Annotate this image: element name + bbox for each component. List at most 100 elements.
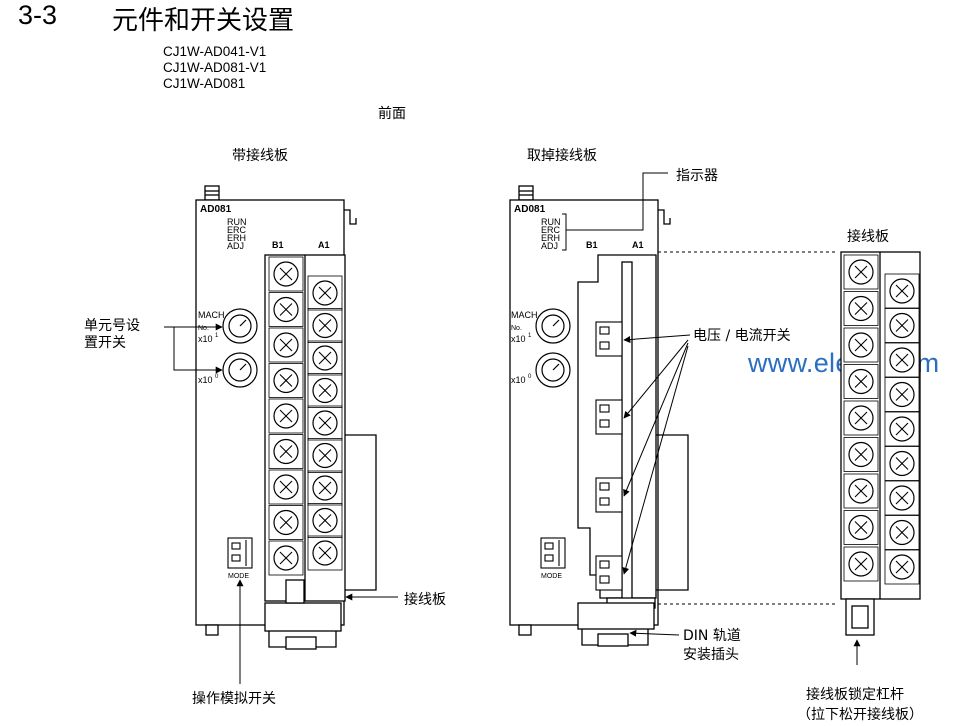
section-number: 3-3 <box>18 0 58 30</box>
terminal-screw-icon <box>884 308 920 343</box>
right-unit-text: AD081 RUN ERC ERH ADJ B1 A1 MACH No. x10… <box>511 204 644 580</box>
mach-label: MACH <box>511 310 538 320</box>
terminal-screw-icon <box>307 405 343 441</box>
terminal-screw-icon <box>268 256 304 292</box>
indicator-adj: ADJ <box>541 241 558 251</box>
mode-switch-label: 操作模拟开关 <box>192 691 276 707</box>
rotary-switch-x10-1-icon <box>535 308 571 344</box>
terminal-screw-icon <box>884 411 920 447</box>
voltage-current-switches <box>595 321 623 591</box>
terminal-screw-icon <box>268 363 304 398</box>
front-label: 前面 <box>378 106 406 122</box>
indicator-adj: ADJ <box>227 241 244 251</box>
terminal-screw-icon <box>843 364 879 399</box>
indicator-label: 指示器 <box>676 168 718 184</box>
indicator-run: RUN <box>227 217 247 227</box>
terminal-screw-icon <box>307 373 343 408</box>
dashed-guides <box>658 251 838 605</box>
sup-0: 0 <box>528 374 532 380</box>
terminal-screw-icon <box>268 434 304 469</box>
sup-1: 1 <box>528 333 532 339</box>
terminal-screw-icon <box>843 510 879 545</box>
no-label: No. <box>198 325 209 332</box>
mode-label: MODE <box>228 573 249 580</box>
section-title: 元件和开关设置 <box>112 6 295 36</box>
vi-switch-icon <box>595 399 623 435</box>
din-connector-label: DIN 轨道 安装插头 <box>683 628 741 663</box>
terminal-screw-icon <box>843 546 879 582</box>
col-b1: B1 <box>272 240 284 250</box>
mode-dip-switches <box>227 537 566 569</box>
terminal-screw-icon <box>884 273 920 309</box>
terminal-screw-icon <box>884 342 920 378</box>
voltage-current-switch-label: 电压 / 电流开关 <box>693 328 791 344</box>
model-name: CJ1W-AD081-V1 <box>163 60 267 75</box>
leader-lines <box>164 172 861 684</box>
terminal-screw-icon <box>268 505 304 540</box>
terminal-screw-icon <box>268 398 304 434</box>
terminal-screw-icon <box>307 340 343 376</box>
model-code: AD081 <box>200 204 232 215</box>
terminal-screw-icon <box>843 437 879 472</box>
terminal-screw-icon <box>884 549 920 585</box>
terminal-screw-icon <box>307 275 343 311</box>
terminal-screw-icon <box>843 291 879 326</box>
terminal-screw-icon <box>843 254 879 290</box>
rotary-switch-x10-0-icon <box>222 352 258 388</box>
indicator-erh: ERH <box>541 233 560 243</box>
rotary-switches <box>222 308 571 388</box>
vi-switch-icon <box>595 477 623 513</box>
unit-number-switch-label: 单元号设 置开关 <box>84 318 140 351</box>
terminal-screw-icon <box>268 469 304 505</box>
x10-1-label: x10 <box>511 334 526 344</box>
col-a1: A1 <box>318 240 330 250</box>
indicator-erc: ERC <box>541 225 561 235</box>
indicator-erc: ERC <box>227 225 247 235</box>
terminal-block-label: 接线板 <box>404 592 446 608</box>
x10-1-label: x10 <box>198 334 213 344</box>
col-a1: A1 <box>632 240 644 250</box>
left-unit-text: AD081 RUN ERC ERH ADJ B1 A1 MACH No. x10… <box>198 204 330 580</box>
mode-label: MODE <box>541 573 562 580</box>
x10-0-label: x10 <box>511 375 526 385</box>
model-code: AD081 <box>514 204 546 215</box>
terminal-screw-icon <box>843 327 879 363</box>
terminal-screw-icon <box>268 540 304 576</box>
terminal-screw-icon <box>307 438 343 473</box>
terminal-screw-icon <box>307 535 343 571</box>
dip-switch-icon <box>540 537 566 569</box>
model-name: CJ1W-AD041-V1 <box>163 44 267 59</box>
terminal-screw-icon <box>884 480 920 516</box>
indicator-run: RUN <box>541 217 561 227</box>
terminal-screw-icon <box>307 503 343 538</box>
vi-switch-icon <box>595 321 623 357</box>
terminal-screw-icon <box>307 470 343 506</box>
model-list: CJ1W-AD041-V1 CJ1W-AD081-V1 CJ1W-AD081 <box>163 44 266 92</box>
indicator-erh: ERH <box>227 233 246 243</box>
terminal-screw-icon <box>268 292 304 327</box>
terminal-block-heading: 接线板 <box>847 229 889 245</box>
terminal-screw-icon <box>884 446 920 481</box>
left-unit-heading: 带接线板 <box>232 148 288 164</box>
terminal-screw-icon <box>268 327 304 363</box>
sup-0: 0 <box>215 374 219 380</box>
no-label: No. <box>511 325 522 332</box>
terminal-screws <box>268 254 920 585</box>
vi-switch-icon <box>595 555 623 591</box>
rotary-switch-x10-0-icon <box>535 352 571 388</box>
rotary-switch-x10-1-icon <box>222 308 258 344</box>
terminal-screw-icon <box>884 515 920 550</box>
model-name: CJ1W-AD081 <box>163 76 246 91</box>
mach-label: MACH <box>198 310 225 320</box>
sup-1: 1 <box>215 333 219 339</box>
lever-label-line1: 接线板锁定杠杆 <box>806 687 904 703</box>
x10-0-label: x10 <box>198 375 213 385</box>
right-unit-heading: 取掉接线板 <box>527 148 597 164</box>
terminal-screw-icon <box>884 377 920 412</box>
dip-switch-icon <box>227 537 253 569</box>
terminal-screw-icon <box>307 308 343 343</box>
lever-label-line2: （拉下松开接线板） <box>797 707 923 723</box>
terminal-screw-icon <box>843 473 879 509</box>
terminal-screw-icon <box>843 400 879 436</box>
